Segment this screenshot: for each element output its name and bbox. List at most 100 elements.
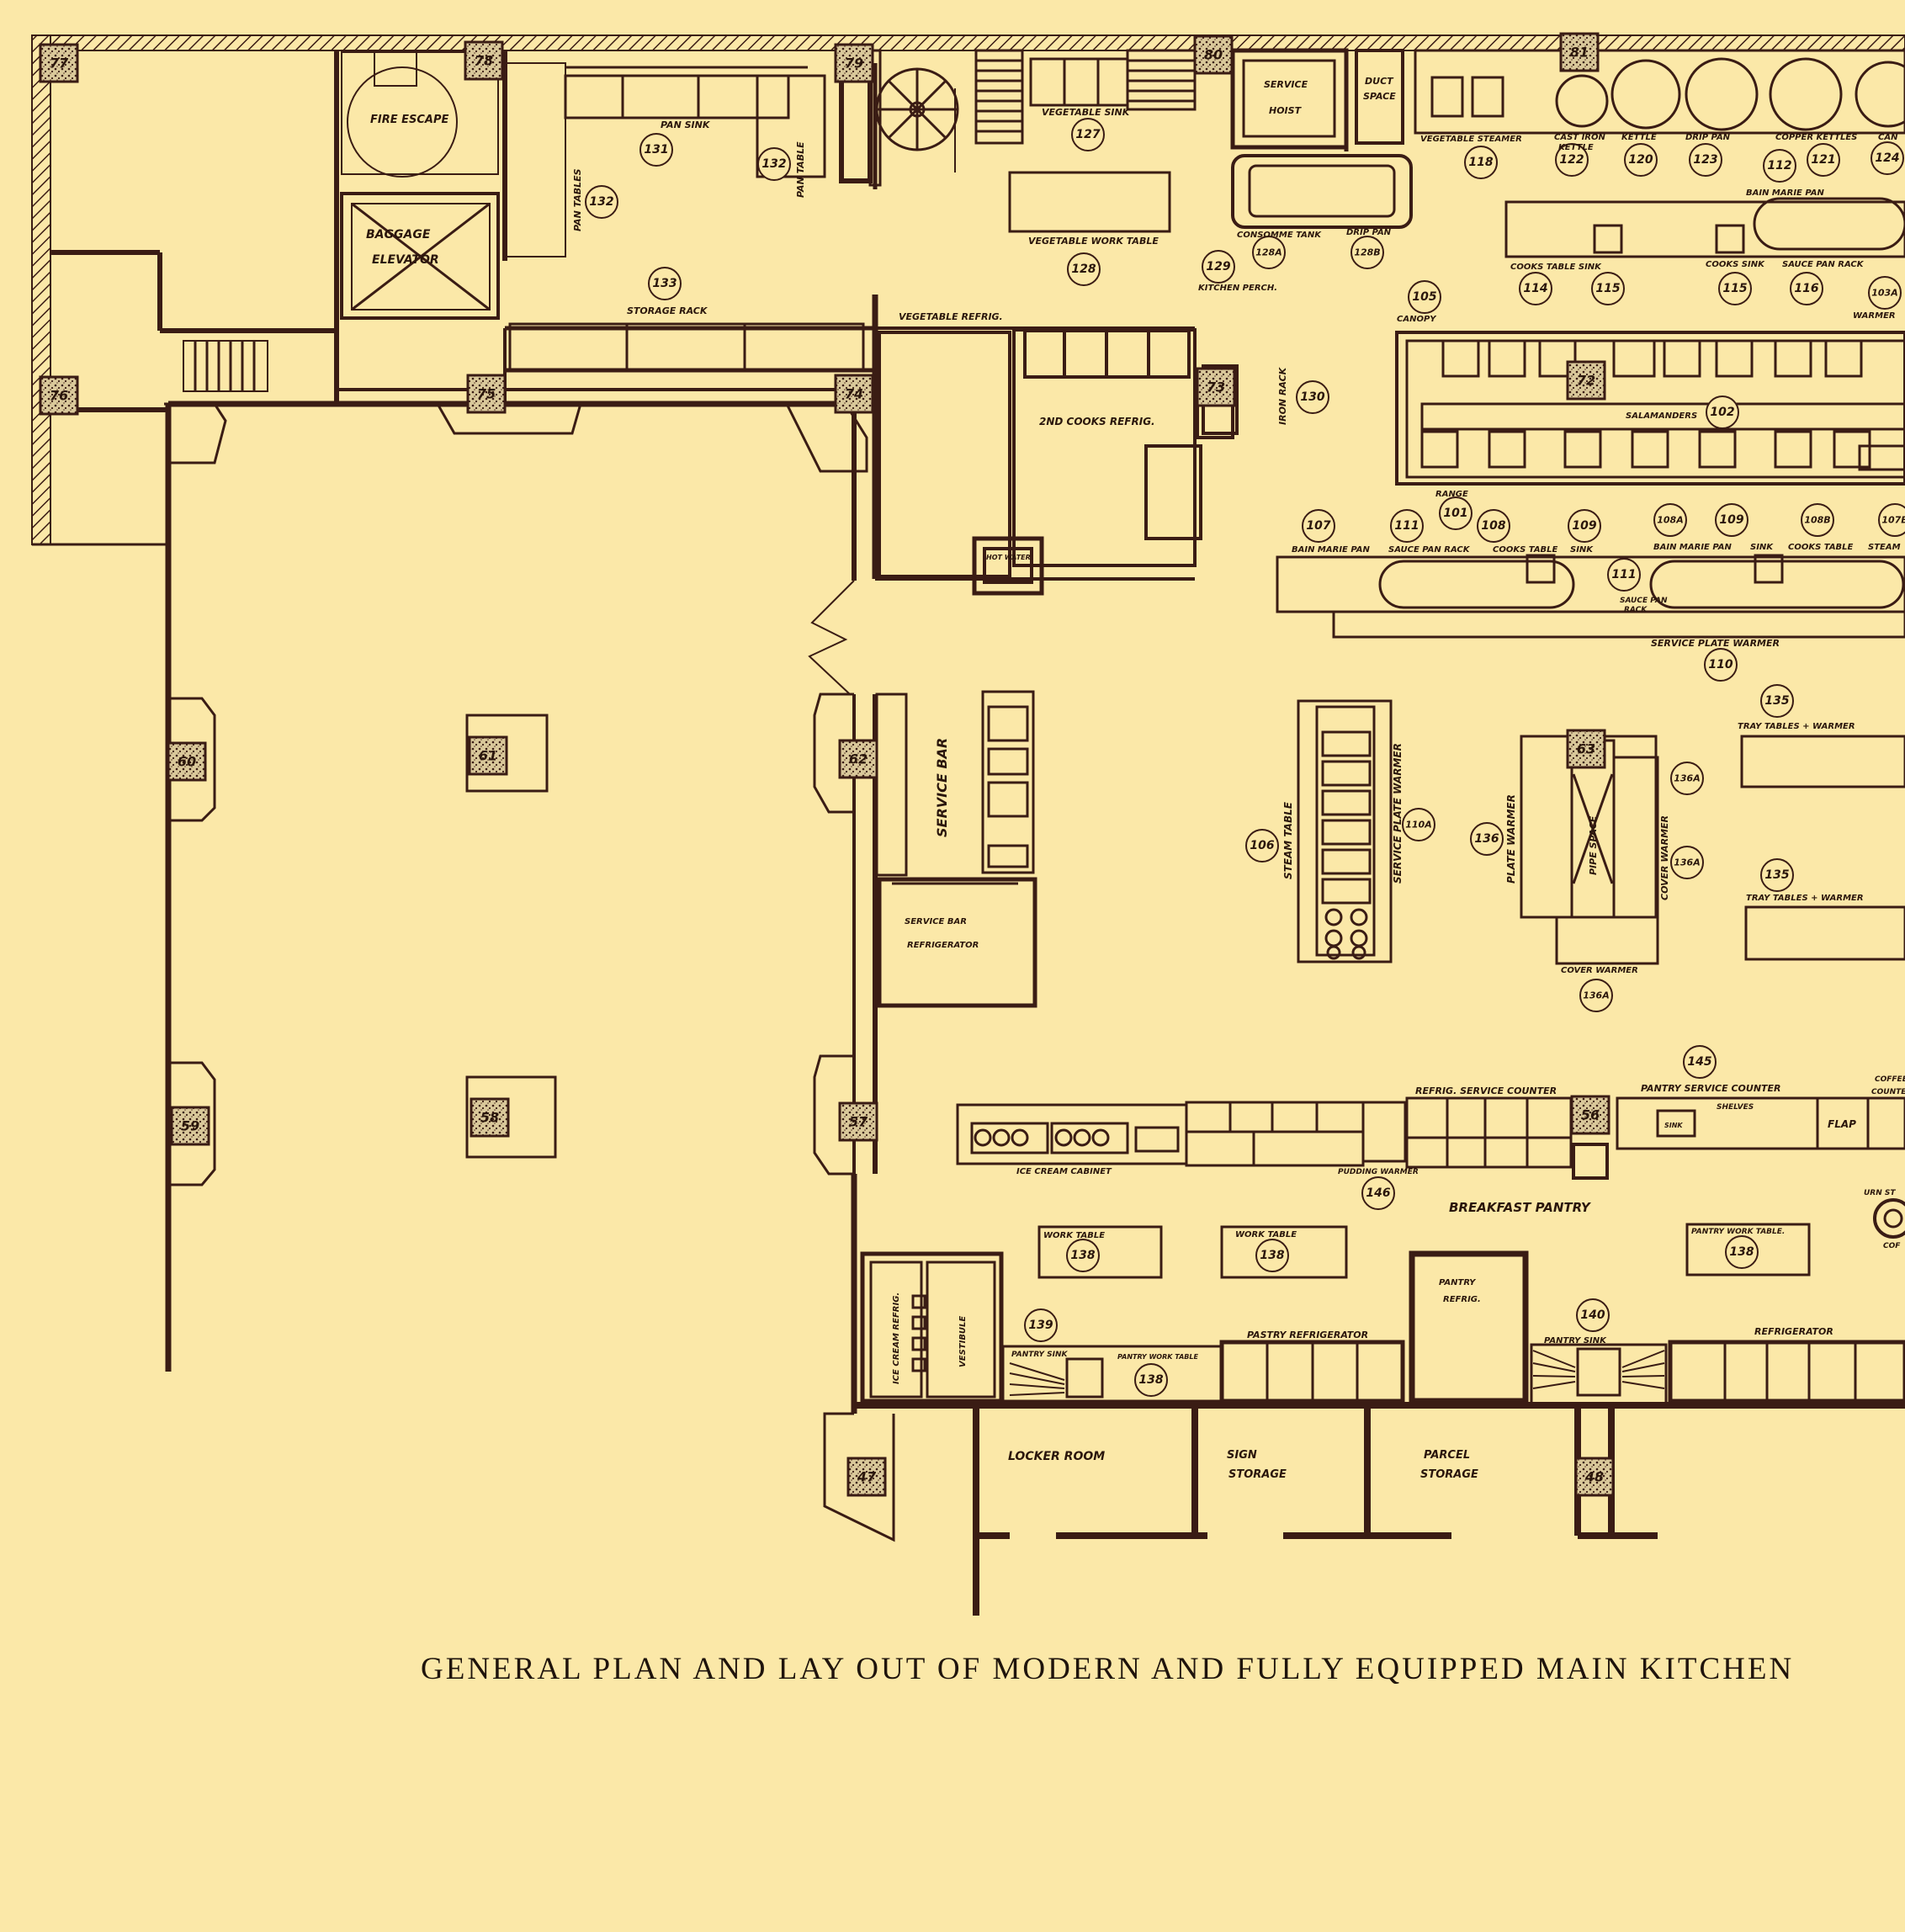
column-80: 80	[1193, 34, 1234, 75]
item-111: 111	[1390, 509, 1424, 543]
pantry-refrig-label-1: PANTRY	[1439, 1278, 1477, 1287]
item-number: 128A	[1255, 247, 1281, 258]
sauce-pan-rack-mid-label-2: RACK	[1624, 606, 1648, 614]
column-number: 73	[1207, 380, 1225, 395]
coffee-counter-label-1: COFFEE	[1875, 1075, 1905, 1084]
flap-label: FLAP	[1828, 1118, 1856, 1130]
item-number: 112	[1767, 159, 1791, 172]
column-59: 59	[170, 1106, 210, 1146]
item-136a: 136A	[1670, 762, 1704, 795]
column-number: 60	[178, 754, 196, 770]
cooks-table-sink-label: COOKS TABLE SINK	[1510, 263, 1602, 272]
item-number: 133	[652, 277, 677, 290]
column-62: 62	[838, 739, 878, 779]
refrig-service-counter-label: REFRIG. SERVICE COUNTER	[1415, 1085, 1557, 1096]
steam-table-label: STEAM TABLE	[1282, 801, 1294, 879]
baggage-label: BAGGAGE	[366, 228, 431, 242]
item-number: 132	[589, 195, 613, 209]
column-58: 58	[470, 1097, 510, 1138]
sign-storage-label-2: STORAGE	[1228, 1468, 1287, 1481]
second-cooks-refrig-label: 2ND COOKS REFRIG.	[1039, 416, 1155, 427]
item-number: 114	[1523, 282, 1547, 295]
pantry-sink-r-label: PANTRY SINK	[1544, 1336, 1607, 1346]
column-75: 75	[466, 374, 507, 414]
tray-tables-label-2: TRAY TABLES + WARMER	[1746, 894, 1864, 903]
item-107b: 107B	[1878, 503, 1905, 537]
column-56: 56	[1570, 1095, 1610, 1135]
cans-label: CAN	[1878, 133, 1898, 142]
urn-stand-label: URN ST	[1864, 1189, 1896, 1197]
cast-iron-kettle-label-2: KETTLE	[1558, 143, 1594, 152]
item-109: 109	[1715, 503, 1748, 537]
sink-small-label: SINK	[1664, 1122, 1683, 1129]
west-dining-hall	[164, 402, 878, 1414]
item-110: 110	[1704, 648, 1738, 682]
column-number: 48	[1584, 1469, 1604, 1485]
item-number: 138	[1138, 1373, 1163, 1387]
column-48: 48	[1574, 1457, 1615, 1497]
item-139: 139	[1024, 1308, 1058, 1342]
item-112: 112	[1763, 149, 1796, 183]
item-114: 114	[1519, 272, 1552, 305]
item-107: 107	[1302, 509, 1335, 543]
item-number: 101	[1443, 507, 1467, 520]
drip-pan-label-1: DRIP PAN	[1346, 228, 1392, 237]
column-number: 79	[845, 56, 863, 72]
canopy-label: CANOPY	[1397, 315, 1437, 324]
item-number: 129	[1206, 260, 1230, 273]
cooks-table-r-label: COOKS TABLE	[1788, 543, 1854, 552]
item-number: 138	[1070, 1249, 1095, 1262]
item-number: 115	[1595, 282, 1620, 295]
iron-rack-label: IRON RACK	[1277, 366, 1288, 425]
work-tables	[1037, 1223, 1811, 1279]
steam-label: STEAM	[1868, 543, 1901, 552]
pan-table-label: PAN TABLE	[795, 141, 806, 198]
refrigerator-label: REFRIGERATOR	[1754, 1326, 1833, 1337]
cooks-tables-top	[1504, 197, 1905, 258]
column-number: 78	[475, 53, 493, 69]
column-number: 74	[845, 386, 863, 402]
vegetable-steamer-label: VEGETABLE STEAMER	[1420, 135, 1522, 144]
vegetable-refrig-label: VEGETABLE REFRIG.	[899, 311, 1003, 322]
item-number: 108B	[1804, 515, 1830, 526]
pan-sink-label: PAN SINK	[661, 119, 711, 130]
service-hoist-label-1: SERVICE	[1264, 79, 1308, 90]
northwest-rooms	[50, 48, 1197, 1372]
column-number: 63	[1577, 741, 1595, 757]
item-number: 121	[1811, 153, 1835, 167]
pantry-service-counter-label: PANTRY SERVICE COUNTER	[1641, 1083, 1781, 1094]
breakfast-counters	[956, 1096, 1905, 1239]
item-131: 131	[639, 133, 673, 167]
kettles-row	[1414, 49, 1905, 135]
item-number: 140	[1580, 1308, 1605, 1322]
item-number: 122	[1559, 153, 1584, 167]
ice-cream-refrig-label: ICE CREAM REFRIG.	[892, 1292, 901, 1384]
item-115: 115	[1591, 272, 1625, 305]
item-116: 116	[1790, 272, 1823, 305]
vestibule-label: VESTIBULE	[958, 1316, 968, 1367]
consomme-tank-label: CONSOMME TANK	[1237, 231, 1322, 240]
item-number: 102	[1710, 406, 1734, 419]
item-number: 123	[1693, 153, 1717, 167]
column-number: 76	[50, 388, 68, 404]
item-108b: 108B	[1801, 503, 1834, 537]
cast-iron-kettle-label-1: CAST IRON	[1554, 133, 1606, 142]
item-number: 128B	[1354, 247, 1380, 258]
column-number: 62	[849, 751, 868, 767]
parcel-storage-label-2: STORAGE	[1420, 1468, 1478, 1481]
kettle-label: KETTLE	[1621, 133, 1657, 142]
plate-warmer-label: PLATE WARMER	[1505, 794, 1517, 884]
item-145: 145	[1683, 1045, 1717, 1079]
column-76: 76	[39, 375, 79, 416]
item-140: 140	[1576, 1298, 1610, 1332]
column-number: 72	[1577, 373, 1595, 389]
pipe-space-label: PIPE SPACE	[1588, 815, 1599, 875]
item-number: 136A	[1674, 857, 1700, 868]
cooks-sink-label: COOKS SINK	[1706, 260, 1765, 269]
item-number: 120	[1628, 153, 1653, 167]
item-133: 133	[648, 267, 682, 300]
item-103a: 103A	[1868, 276, 1902, 310]
item-number: 110	[1708, 658, 1733, 671]
item-number: 109	[1572, 519, 1596, 533]
